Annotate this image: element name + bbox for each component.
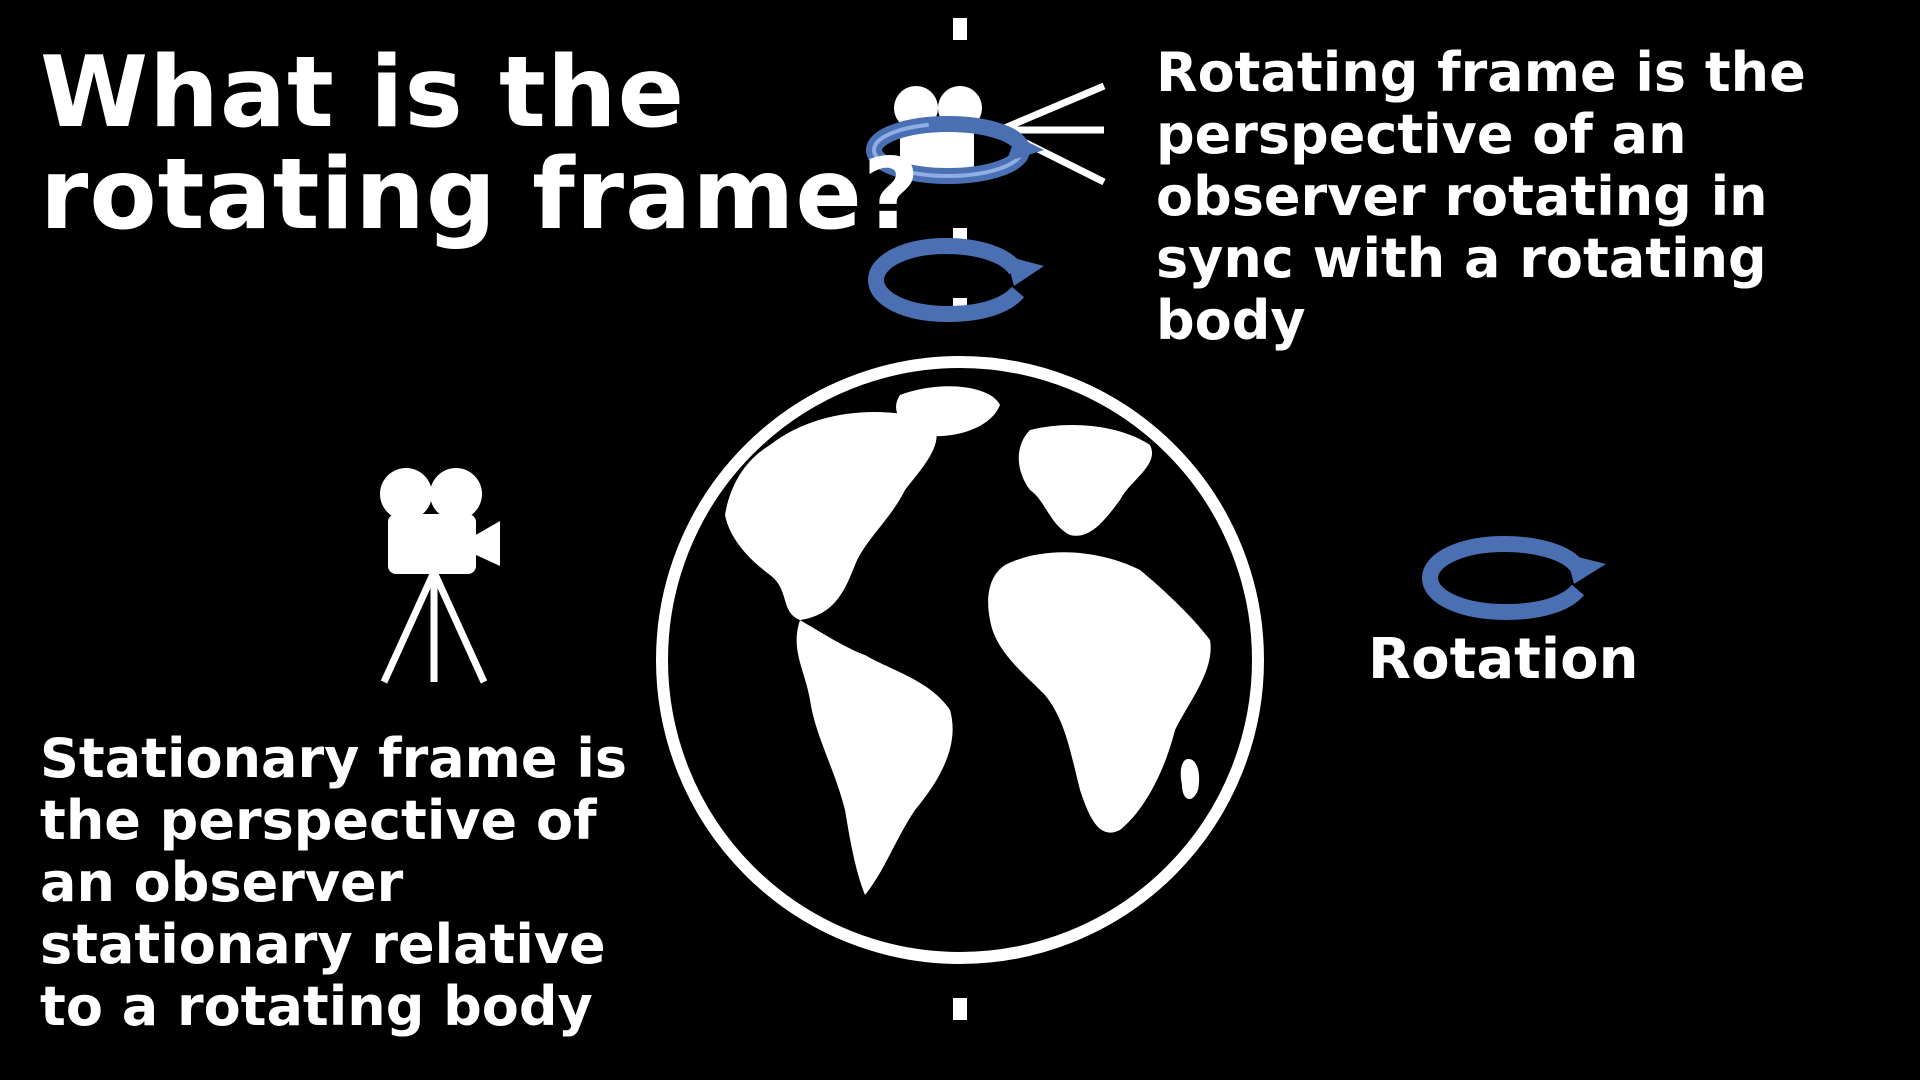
rotation-arrow-icon bbox=[1421, 535, 1606, 621]
tripod-icon bbox=[380, 570, 488, 684]
rotation-arrow-icon bbox=[866, 116, 1044, 184]
rotating-frame-description: Rotating frame is the perspective of an … bbox=[1156, 41, 1806, 352]
slide-title: What is the rotating frame? bbox=[40, 36, 921, 252]
rotation-label: Rotation bbox=[1368, 627, 1639, 692]
stationary-frame-description: Stationary frame is the perspective of a… bbox=[40, 727, 627, 1038]
camera-icon bbox=[380, 468, 500, 574]
globe-icon bbox=[656, 356, 1264, 964]
rotation-arrow-icon bbox=[867, 237, 1044, 323]
